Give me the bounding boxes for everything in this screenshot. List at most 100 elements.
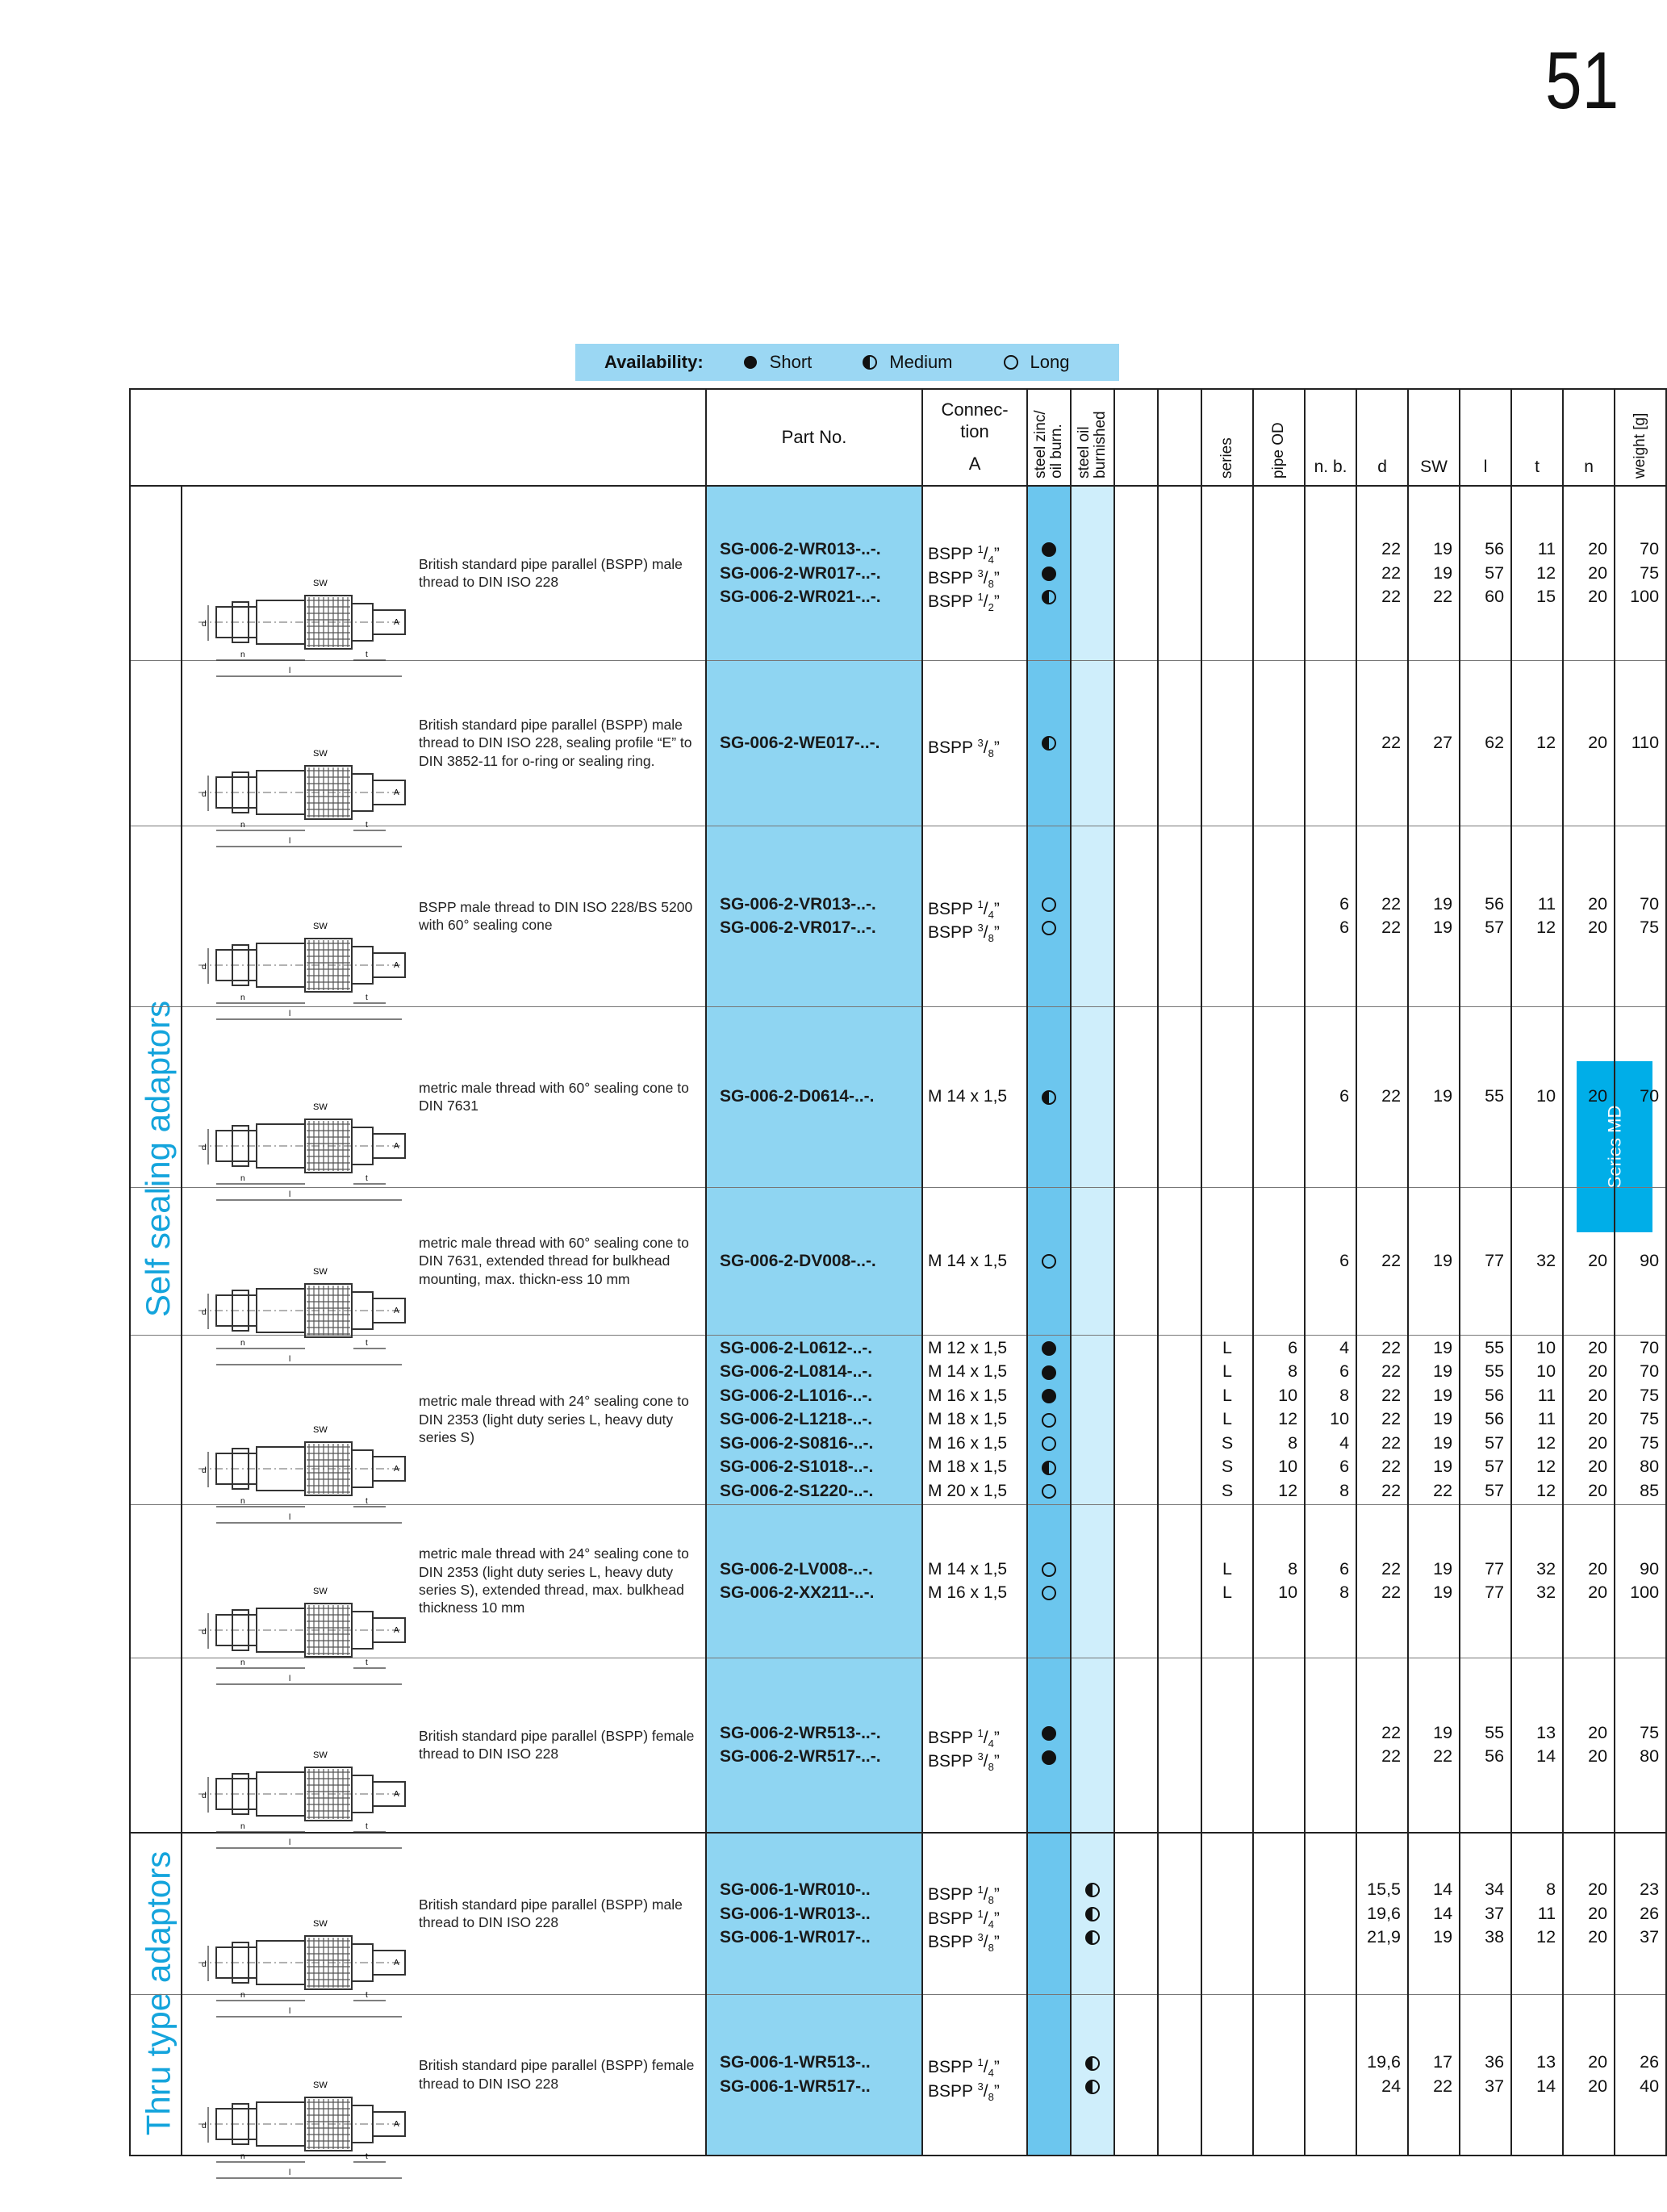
part-number[interactable]: SG-006-2-WR513-..-. [720,1723,881,1742]
product-description: metric male thread with 60° sealing cone… [416,1006,708,1187]
steel-zinc-cell [1026,1335,1072,1504]
pipe-od-cell [1252,1833,1306,1994]
part-number[interactable]: SG-006-2-L0612-..-. [720,1338,873,1357]
header-weight: weight [g] [1614,388,1667,487]
weight-value: 70 [1640,1086,1660,1106]
t-cell: 12 [1510,660,1565,826]
part-number[interactable]: SG-006-2-WR013-..-. [720,540,881,558]
sw-value: 19 [1433,1722,1453,1742]
part-number[interactable]: SG-006-2-XX211-..-. [720,1583,875,1602]
part-number[interactable]: SG-006-1-WR010-.. [720,1880,871,1899]
l-value: 57 [1485,918,1505,937]
t-value: 10 [1536,1086,1556,1106]
part-number[interactable]: SG-006-2-L1218-..-. [720,1410,873,1429]
svg-text:A: A [394,1626,399,1635]
availability-half-icon [1085,2055,1101,2071]
connection-value: BSPP 3/8” [928,2080,1000,2103]
table-row: SW d n t l A British standard pipe paral… [129,1994,1667,2179]
part-number[interactable]: SG-006-2-WE017-..-. [720,733,880,752]
sw-cell: 19 [1407,1006,1461,1187]
connection-cell: BSPP 3/8” [921,660,1029,826]
empty-cell [1157,1994,1203,2156]
series-value [1202,731,1252,755]
part-number[interactable]: SG-006-1-WR017-.. [720,1928,871,1946]
header-t: t [1510,388,1565,487]
pipe-od-value [1254,585,1304,609]
svg-text:A: A [394,788,399,797]
part-number[interactable]: SG-006-2-LV008-..-. [720,1559,873,1579]
n-value: 20 [1588,2076,1608,2096]
part-number[interactable]: SG-006-2-WR021-..-. [720,587,881,606]
availability-full-icon [1042,566,1057,581]
part-number[interactable]: SG-006-1-WR013-.. [720,1904,871,1923]
t-value: 32 [1536,1558,1556,1579]
series-cell [1201,1006,1255,1187]
n-cell: 20 [1562,1006,1616,1187]
nb-value: 6 [1339,1361,1350,1382]
t-value: 32 [1536,1250,1556,1270]
n-value: 20 [1588,918,1608,937]
product-description: BSPP male thread to DIN ISO 228/BS 5200 … [416,826,708,1006]
part-number[interactable]: SG-006-2-WR017-..-. [720,563,881,583]
t-value: 13 [1536,2052,1556,2072]
connection-value: BSPP 1/4” [928,1907,1000,1930]
nb-value [1306,1878,1356,1902]
svg-text:n: n [240,2152,245,2161]
weight-value: 26 [1640,1903,1660,1923]
part-number[interactable]: SG-006-2-DV008-..-. [720,1251,876,1270]
steel-oil-cell [1070,486,1116,660]
n-cell: 20 [1562,660,1616,826]
steel-zinc-cell [1026,1658,1072,1833]
nb-value [1306,2075,1356,2099]
part-number[interactable]: SG-006-2-S1018-..-. [720,1457,874,1477]
product-description: British standard pipe parallel (BSPP) ma… [416,1833,708,1994]
part-number[interactable]: SG-006-2-VR013-..-. [720,894,876,914]
series-value [1202,2051,1252,2075]
weight-value: 100 [1630,587,1660,606]
l-value: 77 [1485,1558,1505,1579]
sw-value: 19 [1433,1250,1453,1270]
t-value: 12 [1536,1457,1556,1477]
part-number[interactable]: SG-006-2-L1016-..-. [720,1386,873,1405]
svg-text:SW: SW [313,1919,328,1929]
series-cell [1201,486,1255,660]
svg-text:n: n [240,1497,245,1506]
part-number[interactable]: SG-006-1-WR513-.. [720,2053,871,2072]
pipe-od-value: 6 [1288,1337,1298,1357]
series-value [1202,1249,1252,1273]
part-number[interactable]: SG-006-2-VR017-..-. [720,918,876,937]
empty-cell [1157,826,1203,1006]
part-number[interactable]: SG-006-2-L0814-..-. [720,1362,873,1382]
connection-value: M 16 x 1,5 [928,1386,1008,1405]
n-value: 20 [1588,1361,1608,1382]
svg-text:SW: SW [313,1267,328,1277]
part-number[interactable]: SG-006-1-WR517-.. [720,2076,871,2096]
nb-value [1306,1926,1356,1950]
svg-text:A: A [394,1307,399,1315]
series-cell [1201,1833,1255,1994]
n-value: 20 [1588,1722,1608,1742]
product-description: metric male thread with 24° sealing cone… [416,1335,708,1504]
empty-cell [1113,1833,1159,1994]
pipe-od-cell [1252,826,1306,1006]
connection-value: BSPP 3/8” [928,1750,1000,1774]
pipe-od-value [1254,1745,1304,1769]
part-number[interactable]: SG-006-2-S0816-..-. [720,1433,874,1453]
part-number[interactable]: SG-006-2-S1220-..-. [720,1481,874,1500]
pipe-od-value [1254,537,1304,562]
empty-cell [1113,1994,1159,2156]
d-value: 22 [1381,1361,1402,1382]
series-value: L [1222,1337,1233,1357]
header-empty-1 [1113,388,1159,487]
part-number[interactable]: SG-006-2-WR517-..-. [720,1747,881,1767]
product-drawing-cell: SW d n t l A [181,486,416,677]
connection-value: M 16 x 1,5 [928,1433,1008,1453]
availability-half-icon [1042,590,1057,605]
n-value: 20 [1588,1927,1608,1946]
part-number[interactable]: SG-006-2-D0614-..-. [720,1087,875,1106]
